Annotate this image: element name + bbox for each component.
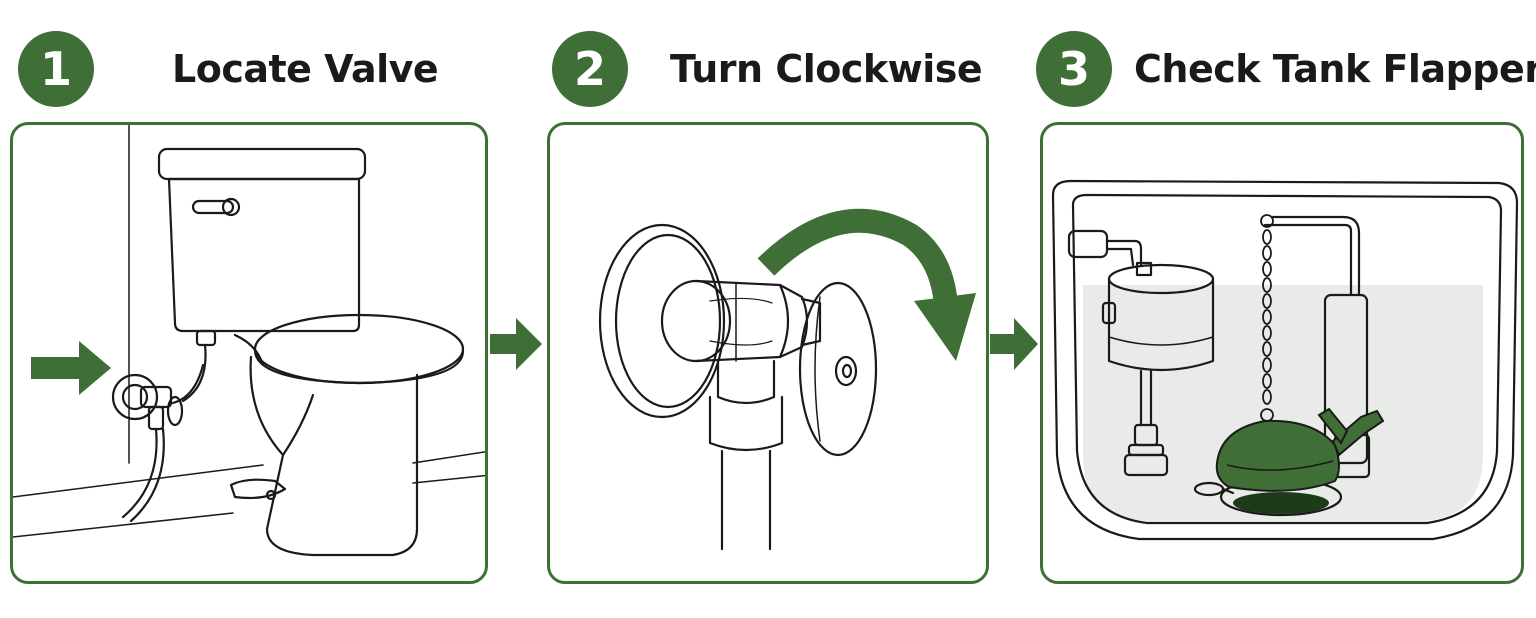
step-1-panel	[10, 122, 488, 584]
step-2-panel	[547, 122, 989, 584]
valve-illustration	[598, 208, 976, 551]
step-3-title: Check Tank Flapper	[1134, 47, 1536, 91]
step-1-title: Locate Valve	[172, 47, 439, 91]
next-step-arrow-icon	[490, 318, 542, 370]
toilet-illustration	[13, 125, 485, 557]
step-3-header: 3 Check Tank Flapper	[1036, 30, 1536, 108]
step-1-number-badge: 1	[18, 31, 94, 107]
next-step-arrow-icon	[990, 318, 1038, 370]
step-3-panel	[1040, 122, 1524, 584]
step-3-number-badge: 3	[1036, 31, 1112, 107]
tank-interior-illustration	[1051, 179, 1519, 541]
step-2-title: Turn Clockwise	[670, 47, 983, 91]
clockwise-arrow-icon	[757, 208, 958, 307]
step-2-header: 2 Turn Clockwise	[552, 30, 983, 108]
step-2-number-badge: 2	[552, 31, 628, 107]
flapper-chain	[1260, 214, 1274, 422]
flapper-icon	[1215, 407, 1385, 514]
pointing-arrow-icon	[31, 341, 111, 395]
clockwise-arrow-head-icon	[914, 293, 976, 361]
step-1-header: 1 Locate Valve	[18, 30, 439, 108]
